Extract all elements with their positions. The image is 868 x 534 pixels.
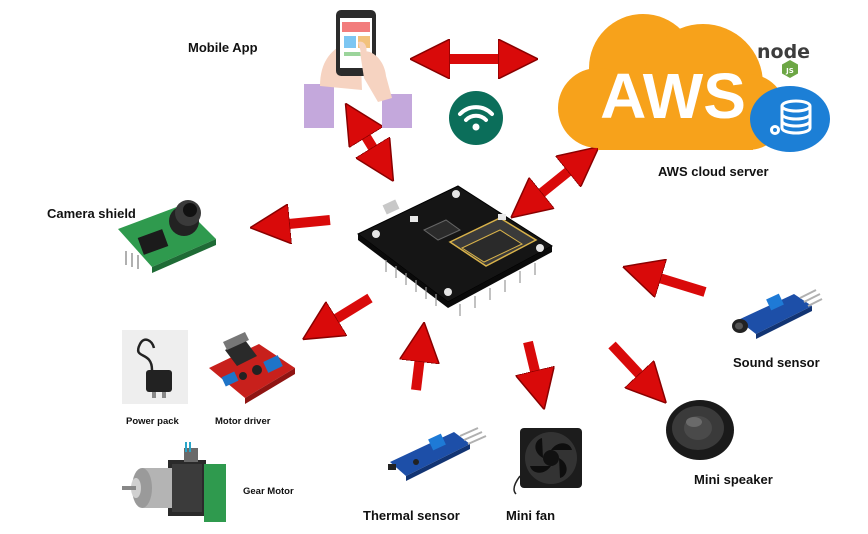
arrow-mobile-board — [357, 122, 384, 166]
gear-motor-label: Gear Motor — [243, 486, 294, 497]
nodejs-logo-text: node — [757, 41, 810, 63]
camera-shield-label: Camera shield — [47, 206, 136, 221]
database-icon — [750, 86, 830, 152]
mobile-app-illustration — [304, 10, 412, 128]
gear-motor — [122, 442, 226, 522]
wifi-icon — [449, 91, 503, 145]
aws-cloud-server-label: AWS cloud server — [658, 164, 769, 179]
mini-speaker-label: Mini speaker — [694, 472, 773, 487]
motor-driver-module — [209, 332, 295, 404]
mini-fan-label: Mini fan — [506, 508, 556, 523]
power-pack-label: Power pack — [126, 416, 179, 427]
aws-logo-text: AWS — [600, 60, 746, 132]
thermal-sensor-module — [388, 427, 487, 481]
motor-driver-label: Motor driver — [215, 416, 271, 427]
camera-shield-module — [118, 200, 216, 273]
arrow-board-speaker — [608, 341, 654, 390]
power-pack — [122, 330, 188, 404]
mini-fan — [513, 428, 582, 495]
arrow-board-aws — [528, 158, 585, 204]
thermal-sensor-label: Thermal sensor — [363, 508, 460, 523]
sound-sensor-module — [732, 289, 823, 339]
arrow-sound-board — [640, 272, 707, 292]
sound-sensor-label: Sound sensor — [733, 355, 820, 370]
arrow-thermal-board — [416, 340, 422, 391]
nodejs-logo: node JS — [757, 41, 810, 78]
arrow-board-camera — [268, 220, 331, 226]
mini-speaker — [666, 400, 734, 460]
arrow-board-motor-driver — [318, 293, 373, 330]
mobile-app-label: Mobile App — [188, 40, 258, 55]
arrow-board-fan — [528, 340, 540, 392]
nodemcu-board — [357, 185, 553, 316]
nodejs-badge-text: JS — [785, 67, 794, 75]
